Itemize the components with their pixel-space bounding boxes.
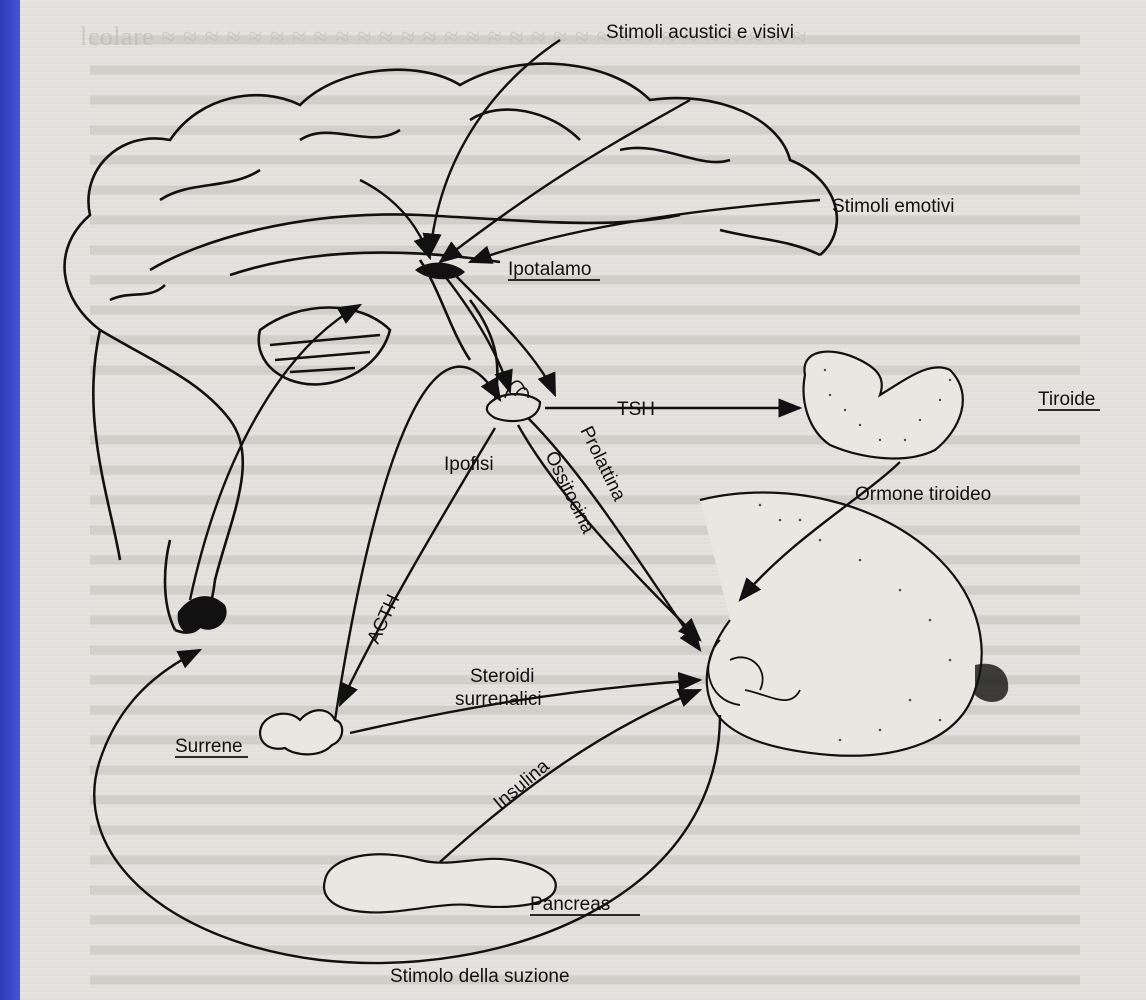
- label-ormone-tiroideo: Ormone tiroideo: [855, 484, 991, 505]
- label-stimoli-acustici: Stimoli acustici e visivi: [606, 22, 794, 43]
- label-ipofisi: Ipofisi: [444, 454, 494, 475]
- brainstem-shape: [178, 596, 227, 633]
- label-surrenalici: surrenalici: [455, 689, 542, 710]
- label-stimoli-emotivi: Stimoli emotivi: [832, 196, 954, 217]
- label-insulina: Insulina: [490, 755, 554, 813]
- label-stimolo-suzione: Stimolo della suzione: [390, 966, 570, 987]
- label-steroidi: Steroidi: [470, 666, 534, 687]
- label-pancreas: Pancreas: [530, 894, 610, 915]
- pancreas-shape: [324, 854, 556, 912]
- label-surrene: Surrene: [175, 736, 243, 757]
- pituitary-shape: [487, 394, 540, 421]
- label-ipotalamo: Ipotalamo: [508, 259, 591, 280]
- label-prolattina: Prolattina: [576, 423, 630, 505]
- label-tiroide: Tiroide: [1038, 389, 1095, 410]
- adrenal-shape: [260, 710, 342, 754]
- label-tsh: TSH: [617, 399, 655, 420]
